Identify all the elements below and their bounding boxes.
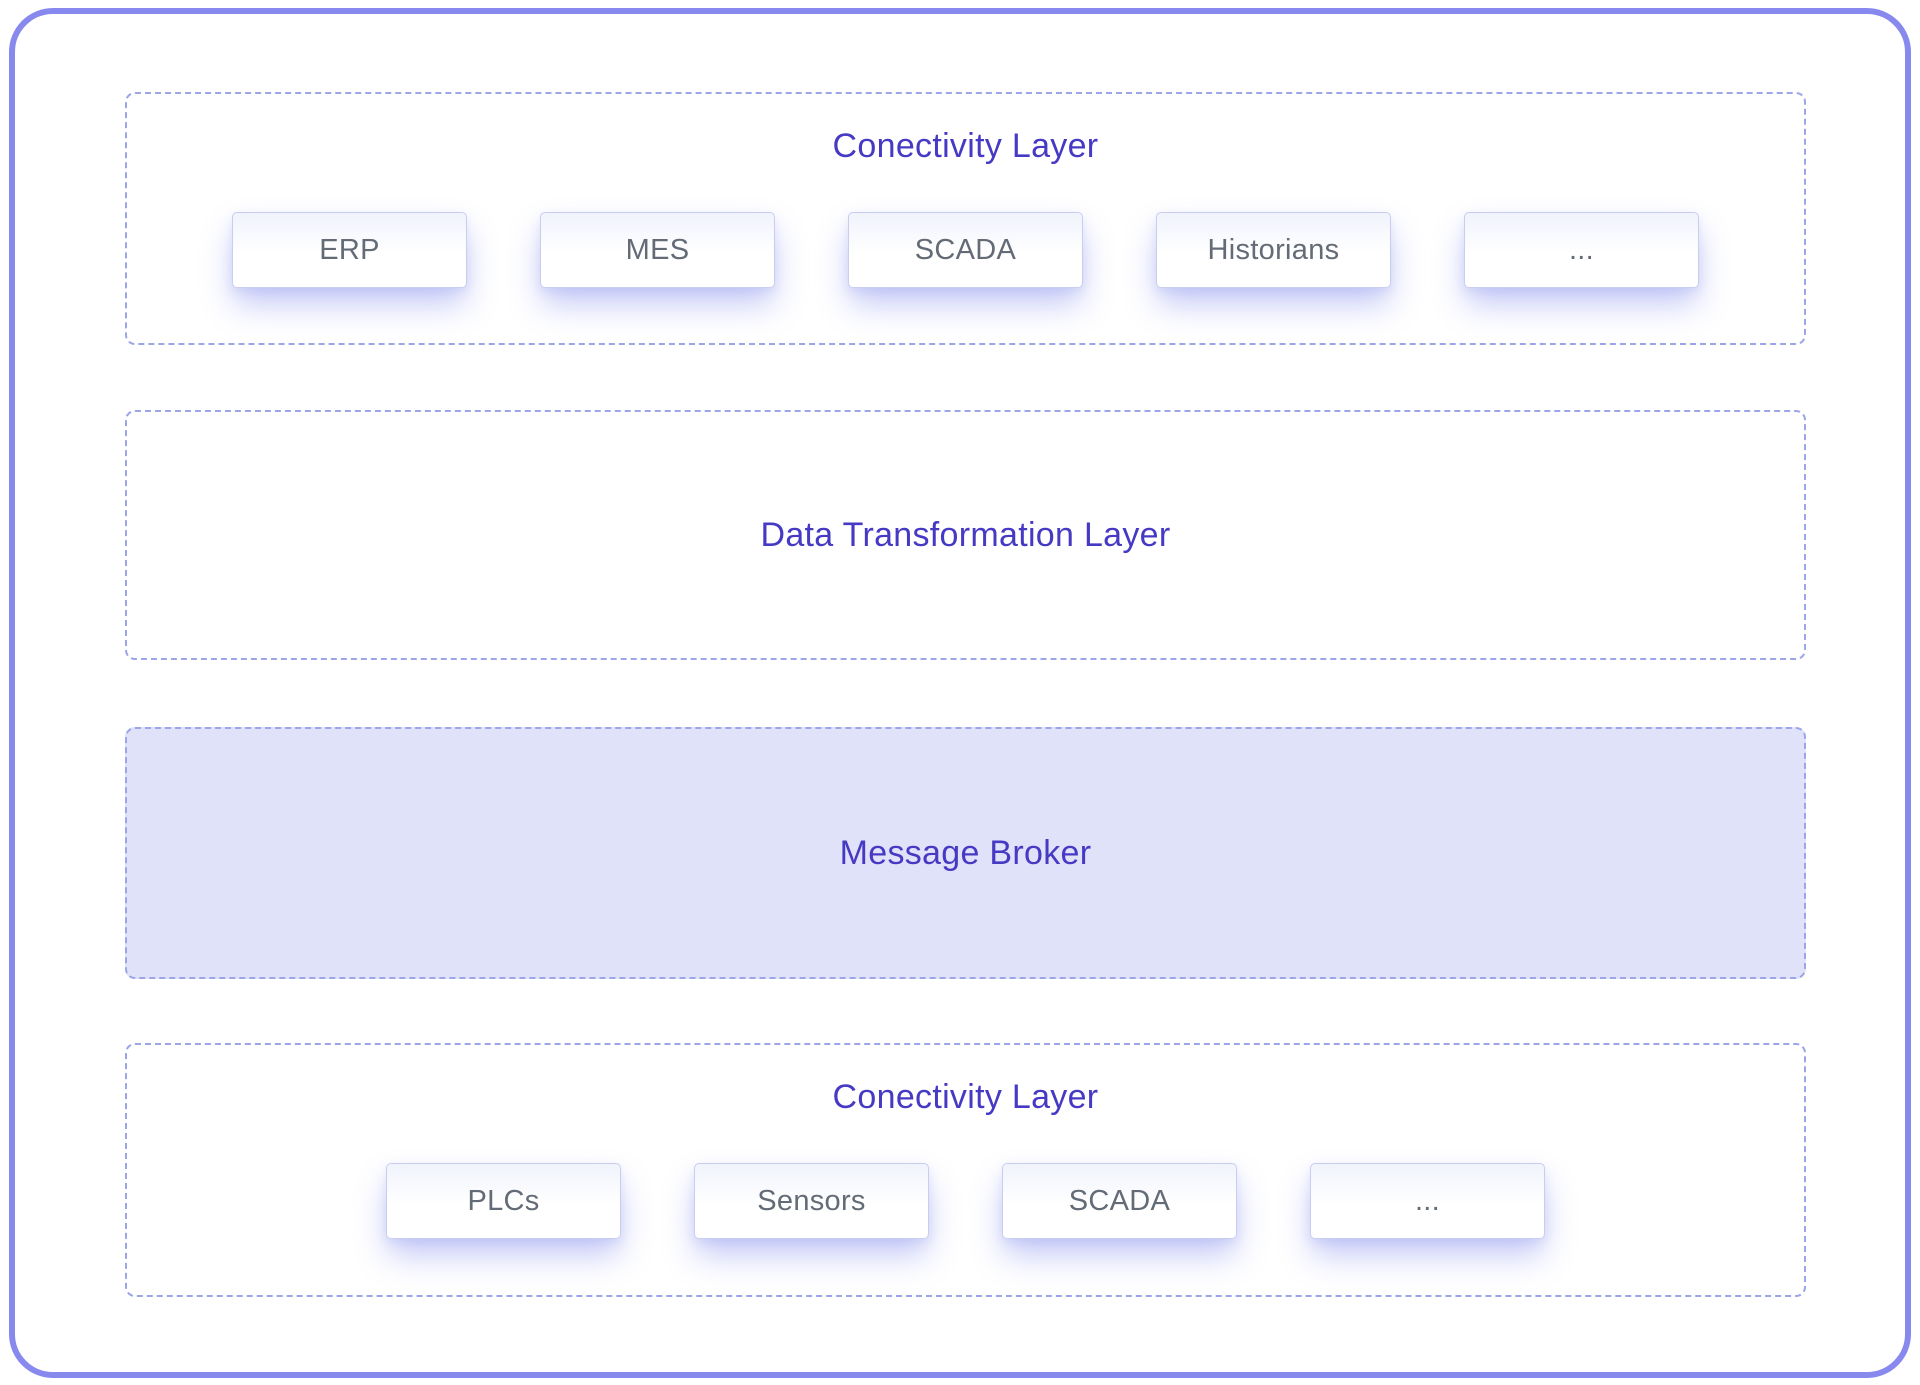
component-box-row: ERP MES SCADA Historians ... [232,212,1699,288]
layer-connectivity-top: Conectivity Layer ERP MES SCADA Historia… [125,92,1806,345]
component-box-sensors: Sensors [694,1163,929,1239]
layer-title: Conectivity Layer [832,1078,1099,1116]
layer-connectivity-bottom: Conectivity Layer PLCs Sensors SCADA ... [125,1043,1806,1297]
component-box-ellipsis: ... [1464,212,1699,288]
layer-data-transformation: Data Transformation Layer [125,410,1806,660]
component-box-ellipsis: ... [1310,1163,1545,1239]
component-box-erp: ERP [232,212,467,288]
component-box-historians: Historians [1156,212,1391,288]
layer-title: Message Broker [839,834,1092,872]
layer-title: Conectivity Layer [832,127,1099,165]
component-box-plcs: PLCs [386,1163,621,1239]
layer-title: Data Transformation Layer [760,516,1171,554]
component-box-row: PLCs Sensors SCADA ... [386,1163,1545,1239]
layer-message-broker: Message Broker [125,727,1806,979]
component-box-scada: SCADA [848,212,1083,288]
component-box-mes: MES [540,212,775,288]
component-box-scada: SCADA [1002,1163,1237,1239]
